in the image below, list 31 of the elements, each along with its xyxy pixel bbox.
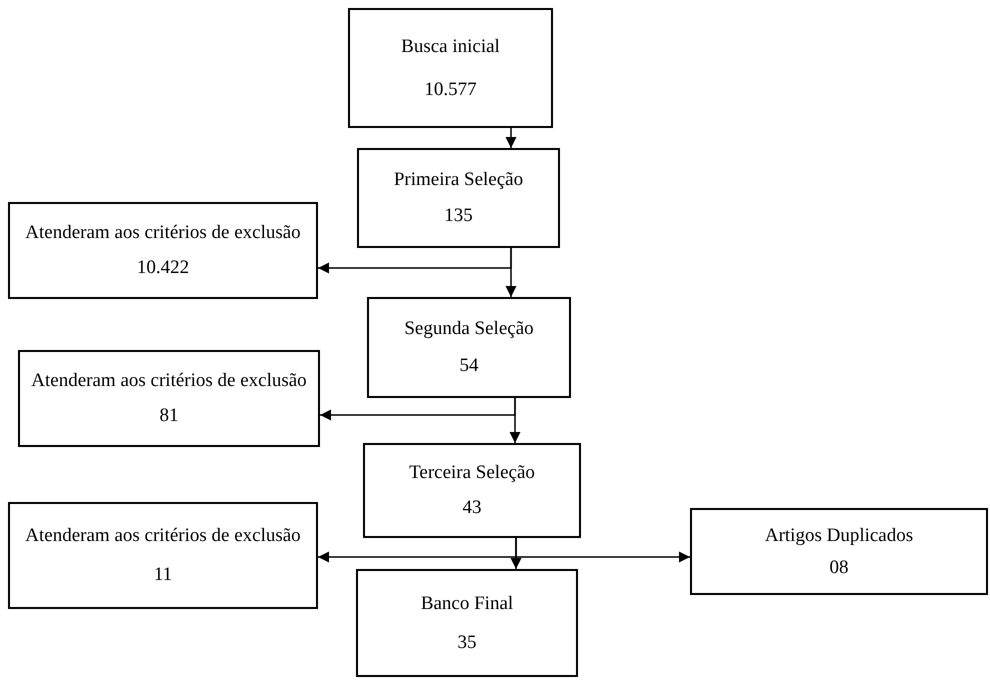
- process-box: [356, 569, 578, 677]
- box-title: Busca inicial: [401, 34, 500, 59]
- box-title: Atenderam aos critérios de exclusão: [25, 524, 301, 548]
- box-title: Artigos Duplicados: [764, 524, 914, 548]
- box-title: Atenderam aos critérios de exclusão: [31, 368, 307, 393]
- arrow: [318, 248, 512, 274]
- count-text: 54: [460, 354, 478, 378]
- count-text: 10.422: [136, 256, 190, 280]
- process-box: [18, 350, 320, 447]
- count-text: 81: [160, 404, 178, 428]
- box-title: Primeira Seleção: [394, 168, 524, 192]
- process-box: [348, 8, 553, 128]
- count-text: 08: [830, 556, 848, 580]
- count-text: 11: [154, 563, 172, 588]
- arrow: [320, 398, 516, 420]
- count-text: 135: [444, 204, 473, 228]
- box-title: Segunda Seleção: [404, 317, 534, 342]
- process-box: [357, 148, 560, 248]
- box-title: Terceira Seleção: [409, 461, 535, 486]
- count-text: 43: [462, 496, 482, 520]
- count-text: 10.577: [424, 78, 477, 102]
- arrow: [515, 538, 690, 562]
- count-text: 35: [458, 630, 476, 655]
- process-box: [690, 508, 988, 595]
- arrow: [506, 128, 516, 148]
- process-box: [8, 502, 318, 609]
- process-box: [363, 443, 581, 538]
- process-box: [8, 202, 318, 299]
- process-box: [367, 297, 571, 398]
- box-title: Atenderam aos critérios de exclusão: [25, 220, 301, 245]
- box-title: Banco Final: [420, 592, 514, 616]
